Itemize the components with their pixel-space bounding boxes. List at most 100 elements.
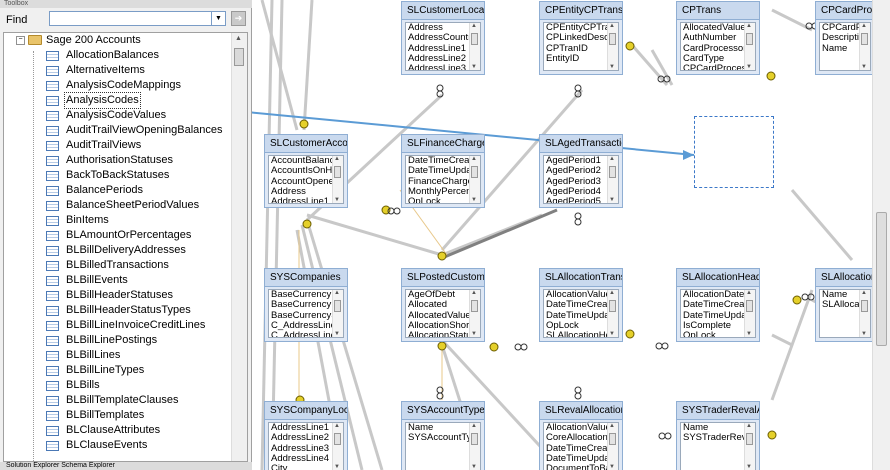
entity-field[interactable]: MonthlyPercent	[408, 186, 475, 197]
entity-title[interactable]: SLAgedTransactio	[540, 135, 622, 153]
entity-field[interactable]: BaseCurrencyID	[271, 290, 341, 300]
scroll-up-icon[interactable]: ▲	[609, 423, 615, 429]
entity-scrollbar[interactable]: ▲▼	[469, 290, 480, 337]
entity-scroll-thumb[interactable]	[334, 166, 341, 178]
entity-field[interactable]: AddressLine2	[408, 53, 467, 64]
find-go-button[interactable]: ➔	[231, 11, 246, 26]
entity-scrollbar[interactable]: ▲▼	[607, 290, 618, 337]
entity-field[interactable]: DateTimeUpdat	[408, 166, 475, 177]
scroll-up-icon[interactable]: ▲	[471, 423, 477, 429]
tree-item[interactable]: AuthorisationStatuses	[4, 153, 234, 168]
entity-scroll-thumb[interactable]	[861, 33, 868, 45]
entity-field[interactable]: FinanceCharge	[408, 176, 473, 187]
entity-scrollbar[interactable]: ▲▼	[469, 156, 480, 203]
entity-field-list[interactable]: NameSLAllocationT▲▼	[819, 289, 871, 338]
tree-item[interactable]: BLBillEvents	[4, 273, 234, 288]
scroll-up-icon[interactable]: ▲	[746, 423, 752, 429]
tree-item[interactable]: AlternativeItems	[4, 63, 234, 78]
entity-field[interactable]: DocumentToBa	[546, 464, 611, 470]
entity-slallocation[interactable]: SLAllocationNameSLAllocationT▲▼	[815, 268, 875, 342]
scroll-up-icon[interactable]: ▲	[746, 290, 752, 296]
entity-scrollbar[interactable]: ▲▼	[469, 23, 480, 70]
canvas-scroll-thumb[interactable]	[876, 212, 887, 346]
entity-field[interactable]: Address	[271, 186, 306, 197]
scroll-down-icon[interactable]: ▼	[334, 331, 340, 337]
entity-field[interactable]: AllocationValue	[546, 290, 611, 300]
tree-item[interactable]: AnalysisCodeValues	[4, 108, 234, 123]
scroll-down-icon[interactable]: ▼	[746, 64, 752, 70]
entity-field[interactable]: AddressLine1	[271, 197, 330, 204]
entity-field[interactable]: C_AddressLine	[271, 320, 336, 331]
scroll-up-icon[interactable]: ▲	[471, 23, 477, 29]
scroll-down-icon[interactable]: ▼	[609, 64, 615, 70]
tree-item[interactable]: BinItems	[4, 213, 234, 228]
entity-scrollbar[interactable]: ▲▼	[332, 290, 343, 337]
tree-item[interactable]: BLBillLines	[4, 348, 234, 363]
entity-field[interactable]: AddressLine1	[271, 423, 330, 433]
entity-field[interactable]: AuthNumber	[683, 33, 737, 44]
entity-title[interactable]: SYSTraderRevalA	[677, 402, 759, 420]
entity-scroll-thumb[interactable]	[609, 33, 616, 45]
entity-field[interactable]: AgedPeriod1	[546, 156, 601, 166]
entity-field[interactable]: DateTimeUpdat	[546, 310, 613, 321]
entity-scrollbar[interactable]: ▲▼	[859, 290, 870, 337]
entity-scrollbar[interactable]: ▲▼	[469, 423, 480, 470]
entity-field[interactable]: AddressLine2	[271, 433, 330, 444]
entity-scrollbar[interactable]: ▲▼	[332, 423, 343, 470]
tree-item[interactable]: BalancePeriods	[4, 183, 234, 198]
entity-field[interactable]: AddressCountry	[408, 33, 477, 44]
entity-title[interactable]: SLCustomerLocati	[402, 2, 484, 20]
entity-scrollbar[interactable]: ▲▼	[607, 423, 618, 470]
entity-field[interactable]: AllocationStatus	[408, 331, 477, 338]
entity-field[interactable]: AllocationValue	[546, 423, 611, 433]
entity-field[interactable]: AddressLine4	[271, 453, 330, 464]
tree-scroll-thumb[interactable]	[234, 48, 244, 66]
find-dropdown-button[interactable]: ▼	[212, 11, 226, 26]
entity-scroll-thumb[interactable]	[471, 300, 478, 312]
entity-title[interactable]: SLAllocation	[816, 269, 874, 287]
tree-item[interactable]: BLBills	[4, 378, 234, 393]
tree-item[interactable]: BackToBackStatuses	[4, 168, 234, 183]
scroll-down-icon[interactable]: ▼	[334, 464, 340, 470]
scroll-down-icon[interactable]: ▼	[746, 464, 752, 470]
entity-field[interactable]: OpLock	[408, 197, 441, 204]
entity-scroll-thumb[interactable]	[746, 33, 753, 45]
scroll-up-icon[interactable]: ▲	[609, 290, 615, 296]
tree-item[interactable]: BLAmountOrPercentages	[4, 228, 234, 243]
entity-scroll-thumb[interactable]	[334, 433, 341, 445]
entity-field[interactable]: IsComplete	[683, 320, 732, 331]
entity-field[interactable]: CardType	[683, 53, 725, 64]
entity-field[interactable]: OpLock	[546, 320, 579, 331]
entity-field[interactable]: DateTimeCreate	[683, 300, 753, 311]
entity-scrollbar[interactable]: ▲▼	[744, 23, 755, 70]
scroll-up-icon[interactable]: ▲	[609, 156, 615, 162]
scroll-up-icon[interactable]: ▲	[235, 35, 242, 42]
tree-root-node[interactable]: −Sage 200 Accounts	[16, 33, 141, 48]
tree-item[interactable]: BalanceSheetPeriodValues	[4, 198, 234, 213]
entity-field[interactable]: BaseCurrencyN	[271, 300, 339, 311]
entity-scrollbar[interactable]: ▲▼	[744, 423, 755, 470]
entity-scroll-thumb[interactable]	[609, 166, 616, 178]
entity-field[interactable]: BaseCurrencyS	[271, 310, 338, 321]
entity-field[interactable]: CPCardProce	[822, 23, 870, 33]
tree-item[interactable]: BLBillLineTypes	[4, 363, 234, 378]
entity-field[interactable]: Allocated	[408, 300, 448, 311]
entity-field[interactable]: City	[271, 464, 288, 470]
entity-title[interactable]: SLFinanceCharge	[402, 135, 484, 153]
entity-title[interactable]: SLAllocationHead	[677, 269, 759, 287]
entity-scroll-thumb[interactable]	[746, 433, 753, 445]
